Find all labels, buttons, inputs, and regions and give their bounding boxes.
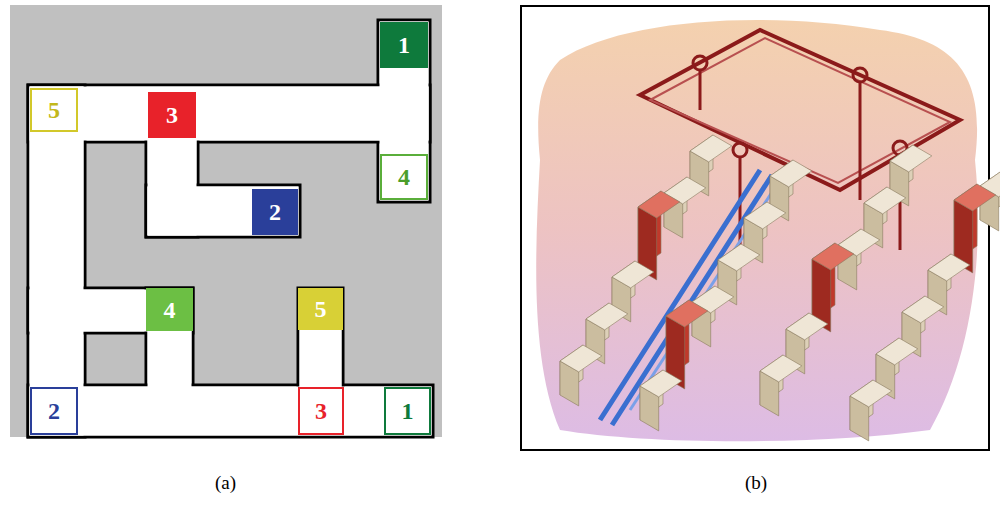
corridor-outline [146,185,300,237]
rack-top [864,187,906,214]
numbered-square: 1 [384,387,431,435]
pipe-drop [700,70,900,260]
square-number: 1 [402,399,414,423]
rack-top [612,261,654,288]
pipe-junction [733,143,747,157]
square-number: 2 [269,200,281,224]
square-number: 4 [398,165,410,189]
square-number: 2 [48,399,60,423]
corridor-floor [30,87,429,141]
floor-area [536,20,978,441]
square-number: 5 [48,98,60,122]
square-number: 5 [315,297,327,321]
panel-label: (b) [745,472,767,494]
numbered-square: 2 [252,189,298,235]
rack-top [718,244,760,271]
square-number: 4 [164,298,176,322]
maze-corridors [28,20,433,437]
numbered-square: 4 [380,154,428,200]
numbered-square: 4 [146,288,193,331]
corridor-floor [30,87,84,436]
rack-top [586,303,628,330]
pipe-loop [640,30,960,190]
numbered-square: 5 [30,88,78,132]
rack-top [638,191,680,218]
square-number: 3 [166,103,178,127]
rack-top [786,313,828,340]
maze-ground [10,5,442,437]
rack-top [770,160,812,187]
numbered-square: 2 [30,387,78,435]
corridor-outline [28,385,433,437]
rack-top [560,345,602,372]
corridor-outline [28,288,193,333]
cooling-duct [600,170,772,425]
corridor-outline [298,288,343,398]
rack-top [760,355,802,382]
square-number: 3 [315,399,327,423]
datacenter-illustration [560,30,1000,441]
numbered-square: 3 [298,387,344,435]
rack-top [690,135,732,162]
rack-top [954,184,996,211]
numbered-square: 5 [298,288,343,330]
corridor-floor [148,187,299,236]
square-number: 1 [398,33,410,57]
rack-top [850,380,892,407]
numbered-square: 3 [148,92,196,138]
corridor-floor [30,387,432,436]
pipe-junction [853,68,867,82]
corridor-outline [146,288,193,398]
rack-top [890,145,932,172]
numbered-square: 1 [380,22,428,68]
corridor-outline [28,85,85,437]
rack-top [876,338,918,365]
rack-top [812,243,854,270]
corridor-outline [28,85,430,142]
rack-top [640,370,682,397]
rack-top [928,254,970,281]
pipe-junction [693,56,707,70]
illustration-frame [521,6,989,450]
panel-label: (a) [215,472,236,494]
rack-top [902,296,944,323]
rack-top [666,300,708,327]
rack-top [744,202,786,229]
